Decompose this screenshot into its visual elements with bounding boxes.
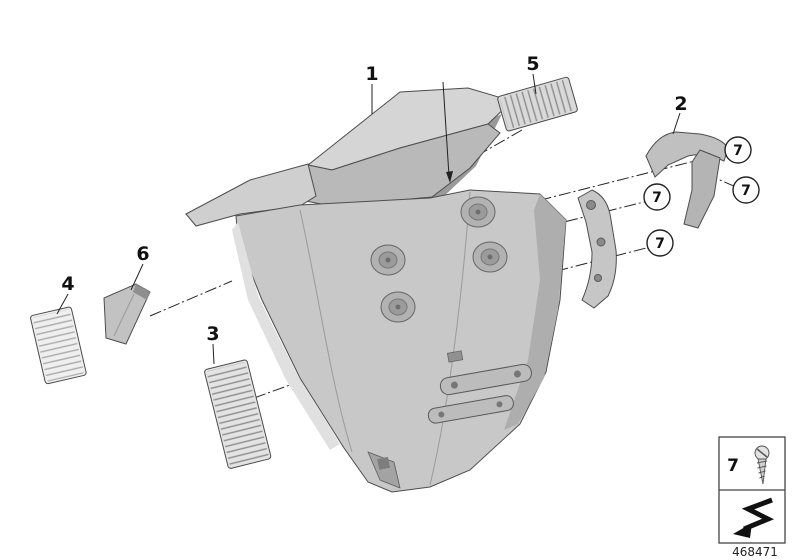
fastener-callout: 7 <box>646 229 674 257</box>
callout-4: 4 <box>61 273 74 295</box>
bracket-strap <box>577 189 617 309</box>
mounting-boss <box>460 196 496 228</box>
fastener-callout: 7 <box>643 183 671 211</box>
bottom-tip-hole <box>377 456 391 470</box>
svg-text:7: 7 <box>741 183 751 199</box>
left-flange <box>185 163 317 227</box>
callout-3: 3 <box>206 323 219 345</box>
canopy-front <box>299 123 501 207</box>
bracket-hole <box>586 200 596 210</box>
direction-arrow-icon <box>733 497 775 538</box>
leader-arrowhead <box>446 171 453 183</box>
callout-1: 1 <box>365 63 378 85</box>
bracket-hole <box>594 274 602 282</box>
callout-6: 6 <box>136 243 149 265</box>
screw-icon <box>754 445 770 485</box>
lower-bar <box>439 363 532 396</box>
crease-left <box>299 209 353 453</box>
leader-lines <box>56 73 681 365</box>
small-slot <box>446 350 464 363</box>
svg-text:7: 7 <box>652 190 662 206</box>
legend-item-label: 7 <box>727 456 739 476</box>
main-face <box>235 189 567 493</box>
part-reflector-4 <box>30 306 87 385</box>
mounting-boss <box>472 241 508 273</box>
mounting-boss <box>380 291 416 323</box>
mounting-boss <box>370 244 406 276</box>
part-license-plate-holder <box>185 87 567 493</box>
svg-text:7: 7 <box>655 236 665 252</box>
left-highlight <box>232 222 340 450</box>
part-number: 468471 <box>732 545 778 559</box>
part-support-6 <box>103 283 151 345</box>
part-reflector-5 <box>497 76 578 132</box>
fastener-callout: 7 <box>732 176 760 204</box>
lower-bar <box>427 395 514 424</box>
right-shade <box>504 194 566 430</box>
callout-2: 2 <box>674 93 687 115</box>
svg-text:7: 7 <box>733 143 743 159</box>
bracket-right-leg <box>683 149 721 229</box>
bracket-hole <box>596 237 606 247</box>
part-reflector-3 <box>204 359 272 469</box>
part-bracket <box>577 131 729 309</box>
crease-right <box>429 191 471 486</box>
fastener-callout: 7 <box>724 136 752 164</box>
callout-5: 5 <box>526 53 539 75</box>
legend-box: 7 <box>718 436 786 544</box>
